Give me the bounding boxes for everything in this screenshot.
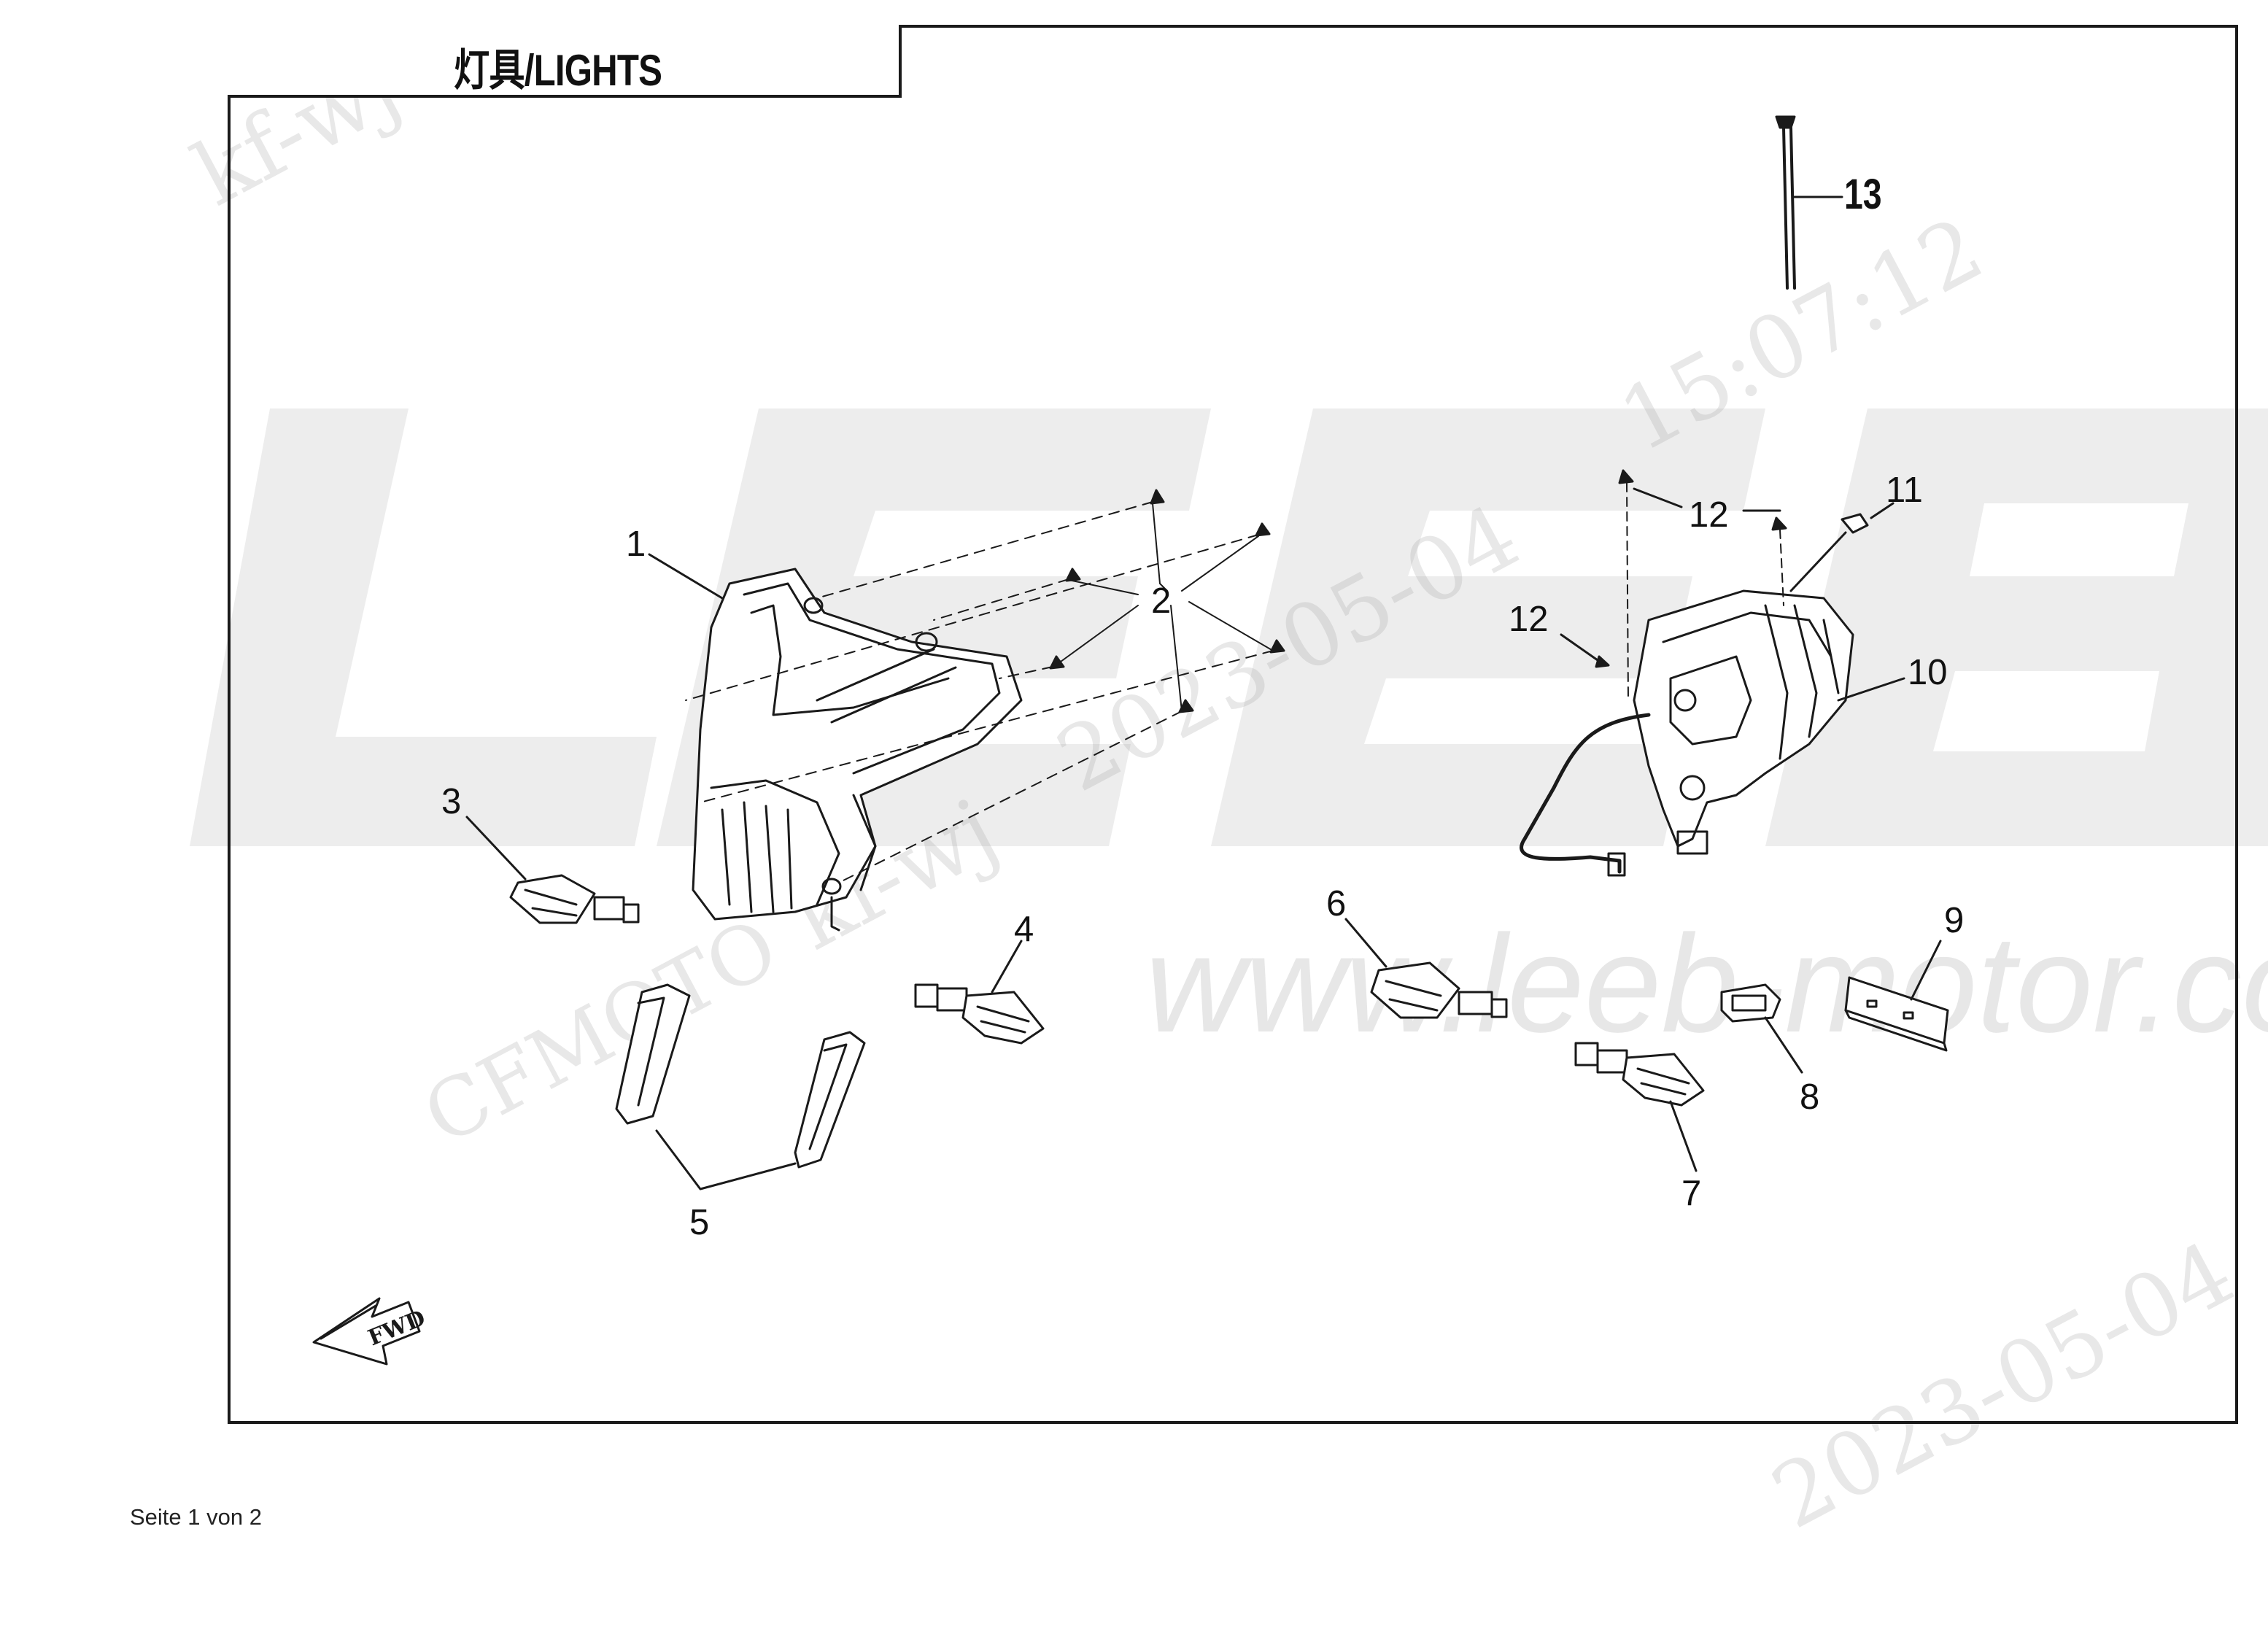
callout-5: 5	[689, 1203, 710, 1242]
page-title: 灯具/LIGHTS	[454, 46, 662, 95]
callout-7: 7	[1681, 1174, 1702, 1213]
callout-6: 6	[1326, 884, 1347, 924]
clip-part	[1789, 502, 1894, 592]
callout-2: 2	[1151, 581, 1172, 621]
callout-4: 4	[1014, 910, 1034, 949]
turn-signal-front-left-part	[465, 816, 640, 924]
drawing-frame	[228, 25, 2238, 1424]
watermark-url: www.leeb-motor.com	[1145, 907, 2268, 1061]
callout-12-left: 12	[1509, 600, 1549, 639]
headlight-screws	[685, 489, 1285, 883]
connector-part	[1720, 983, 1803, 1074]
callout-1: 1	[626, 524, 646, 564]
turn-signal-front-right-part	[914, 940, 1045, 1045]
tail-light-screws	[1560, 469, 1787, 701]
turn-signal-rear-left-part	[1344, 918, 1508, 1019]
callout-9: 9	[1944, 901, 1965, 940]
callout-8: 8	[1800, 1077, 1820, 1117]
callout-3: 3	[441, 782, 462, 821]
headlight-part	[692, 568, 1023, 932]
long-bolt-part	[1775, 115, 1843, 290]
title-box: 灯具/LIGHTS	[228, 25, 902, 98]
tail-light-part	[1520, 589, 1905, 877]
reflector-part	[615, 983, 866, 1191]
forward-arrow-icon	[312, 1297, 421, 1366]
callout-11: 11	[1886, 471, 1923, 510]
callout-10: 10	[1908, 653, 1948, 692]
page-footer: Seite 1 von 2	[130, 1504, 262, 1530]
callout-12-top: 12	[1689, 495, 1729, 535]
license-plate-part	[1844, 940, 1949, 1052]
callout-13: 13	[1844, 171, 1882, 218]
turn-signal-rear-right-part	[1574, 1042, 1705, 1172]
